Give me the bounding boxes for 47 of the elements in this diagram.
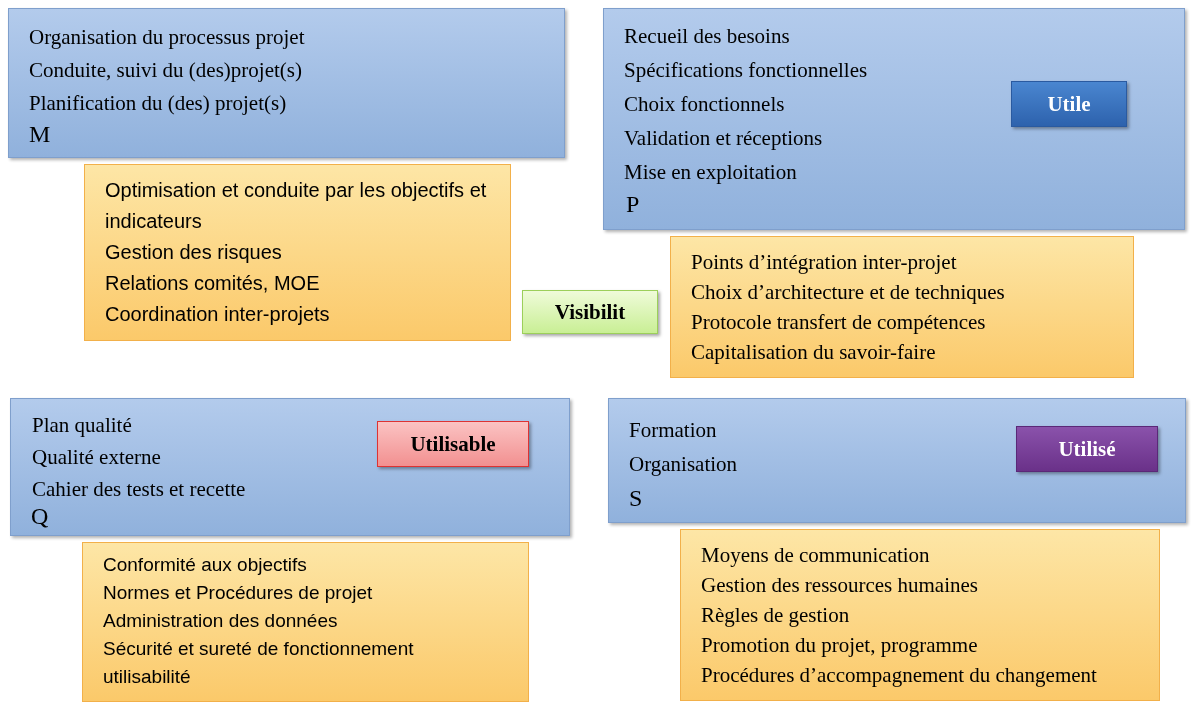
list-item: Sécurité et sureté de fonctionnement bbox=[103, 637, 415, 661]
list-item: Moyens de communication bbox=[701, 542, 931, 569]
note-box bbox=[82, 542, 529, 702]
list-item: Procédures d’accompagnement du changement bbox=[701, 662, 1098, 689]
list-item: Gestion des risques bbox=[105, 240, 283, 265]
note-box bbox=[670, 236, 1134, 378]
list-item: Promotion du projet, programme bbox=[701, 632, 979, 659]
list-item: Relations comités, MOE bbox=[105, 271, 321, 296]
panel-background bbox=[10, 398, 570, 536]
tag-badge: Utilisé bbox=[1016, 426, 1158, 472]
list-item: Qualité externe bbox=[32, 444, 161, 471]
panel-background bbox=[608, 398, 1186, 523]
list-item: Mise en exploitation bbox=[624, 159, 797, 186]
list-item: Plan qualité bbox=[32, 412, 132, 439]
list-item: Normes et Procédures de projet bbox=[103, 581, 374, 605]
list-item: Capitalisation du savoir-faire bbox=[691, 339, 937, 366]
list-item: Règles de gestion bbox=[701, 602, 851, 629]
list-item: Protocole transfert de compétences bbox=[691, 309, 987, 336]
panel-letter: M bbox=[29, 121, 51, 148]
tag-badge: Visibilit bbox=[522, 290, 658, 334]
list-item: Formation bbox=[629, 417, 717, 444]
list-item: Choix fonctionnels bbox=[624, 91, 785, 118]
list-item: Cahier des tests et recette bbox=[32, 476, 246, 503]
list-item: Choix d’architecture et de techniques bbox=[691, 279, 1006, 306]
panel-background bbox=[603, 8, 1185, 230]
list-item: Validation et réceptions bbox=[624, 125, 823, 152]
list-item: Points d’intégration inter-projet bbox=[691, 249, 958, 276]
list-item: Conformité aux objectifs bbox=[103, 553, 308, 577]
list-item: Administration des données bbox=[103, 609, 339, 633]
list-item: Spécifications fonctionnelles bbox=[624, 57, 868, 84]
panel-letter: P bbox=[626, 191, 640, 218]
list-item: Coordination inter-projets bbox=[105, 302, 331, 327]
list-item: Optimisation et conduite par les objectifs et indicateurs bbox=[105, 178, 488, 234]
panel-letter: S bbox=[629, 485, 643, 512]
list-item: Organisation bbox=[629, 451, 738, 478]
tag-badge: Utile bbox=[1011, 81, 1127, 127]
panel-background bbox=[8, 8, 565, 158]
list-item: Gestion des ressources humaines bbox=[701, 572, 980, 599]
note-box bbox=[84, 164, 511, 341]
tag-badge: Utilisable bbox=[377, 421, 529, 467]
list-item: Conduite, suivi du (des)projet(s) bbox=[29, 57, 302, 84]
list-item: Organisation du processus projet bbox=[29, 24, 305, 51]
panel-letter: Q bbox=[31, 503, 49, 530]
list-item: Planification du (des) projet(s) bbox=[29, 90, 287, 117]
list-item: utilisabilité bbox=[103, 665, 192, 689]
list-item: Recueil des besoins bbox=[624, 23, 790, 50]
note-box bbox=[680, 529, 1160, 701]
